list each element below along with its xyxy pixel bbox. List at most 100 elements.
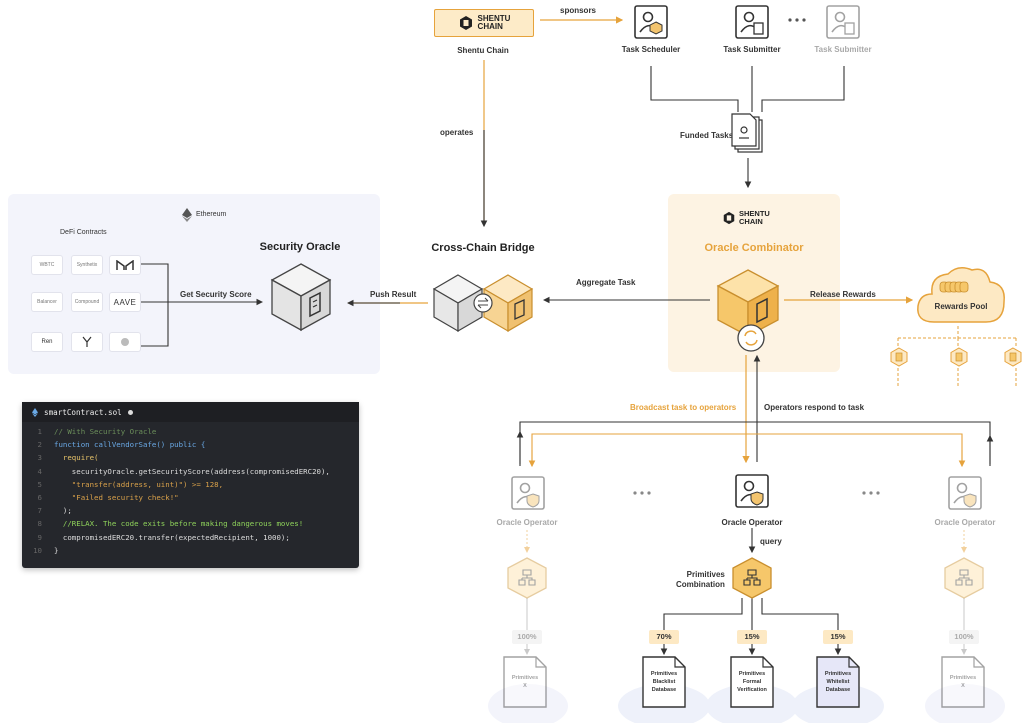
primitive-document: Primitives Formal Verification [730,656,774,708]
maker-icon [116,260,134,270]
oracle-operator-icon [511,476,545,515]
cross-chain-bridge-title: Cross-Chain Bridge [431,242,535,254]
code-line: 9 compromisedERC20.transfer(expectedReci… [37,532,290,542]
task-scheduler-icon [634,5,668,44]
defi-logo-balancer: Balancer [32,293,62,311]
oracle-operator-icon [735,474,769,513]
doc-line: Primitives [949,675,977,681]
primitives-hex-icon [731,556,773,605]
ethereum-icon [32,407,38,417]
rewards-pool-cloud [914,262,1008,331]
funded-tasks-label: Funded Tasks [680,131,734,140]
logo-text-line-2: CHAIN [477,22,503,31]
defi-logo-uniswap [110,333,140,351]
code-line: 5 "transfer(address, uint)") >= 128, [37,479,224,489]
task-submitter-icon [826,5,860,44]
rewards-pool-label: Rewards Pool [934,302,988,311]
doc-line: Whitelist [826,679,850,685]
coin-icon [950,347,968,372]
code-line: 8 //RELAX. The code exits before making … [37,519,304,529]
oracle-operator-label: Oracle Operator [721,518,783,527]
primitive-percentage: 15% [823,630,853,644]
editor-tab[interactable]: smartContract.sol [22,402,359,422]
code-editor: smartContract.sol 1// With Security Orac… [22,402,359,568]
primitives-hex-icon [506,556,548,605]
doc-line: X [523,683,527,689]
doc-line: Verification [737,687,767,693]
defi-logo-ren: Ren [32,333,62,351]
task-submitter-icon [735,5,769,44]
coin-icon [1004,347,1022,372]
primitive-percentage: 100% [512,630,542,644]
defi-contracts-label: DeFi Contracts [60,229,107,236]
primitive-document: Primitives X [941,656,985,708]
code-line: 4 securityOracle.getSecurityScore(addres… [37,466,330,476]
cross-chain-bridge-cube [432,271,538,348]
security-oracle-cube [270,262,332,337]
aggregate-task-label: Aggregate Task [576,278,636,287]
oracle-combinator-title: Oracle Combinator [704,242,804,254]
operates-label: operates [440,128,474,137]
query-label: query [760,537,782,546]
primitive-document: Primitives Whitelist Database [816,656,860,708]
yearn-icon [82,336,92,347]
defi-logo-aave: AAVE [110,293,140,311]
respond-label: Operators respond to task [764,403,865,412]
primitives-combination-line-2: Combination [676,580,725,589]
unsaved-dot-icon [127,409,133,415]
doc-line: Database [651,687,677,693]
task-scheduler-label: Task Scheduler [621,45,681,54]
doc-line: Blacklist [652,679,676,685]
doc-line: Primitives [738,671,766,677]
doc-line: X [961,683,965,689]
release-rewards-label: Release Rewards [810,290,876,299]
defi-logo-maker [110,256,140,274]
unicorn-icon [121,338,129,346]
primitives-hex-icon [943,556,985,605]
shentu-icon [723,211,735,225]
primitive-percentage: 15% [737,630,767,644]
defi-logo-wbtc: WBTC [32,256,62,274]
oracle-combinator-logo: SHENTU CHAIN [722,210,770,226]
oracle-operator-label: Oracle Operator [496,518,558,527]
doc-line: Primitives [824,671,852,677]
defi-logo-synthetix: Synthetix [72,256,102,274]
shentu-icon [459,16,472,30]
sponsors-label: sponsors [560,6,597,15]
primitives-combination-line-1: Primitives [686,570,725,579]
security-oracle-title: Security Oracle [259,241,341,253]
editor-filename: smartContract.sol [44,407,122,417]
doc-line: Formal [742,679,762,685]
get-security-score-label: Get Security Score [180,290,252,299]
code-line: 3 require( [37,453,99,463]
task-submitter-label: Task Submitter [723,45,781,54]
primitive-document: Primitives Blacklist Database [642,656,686,708]
logo-text-line-1: SHENTU [739,209,770,218]
doc-line: Primitives [511,675,539,681]
primitive-percentage: 70% [649,630,679,644]
broadcast-label: Broadcast task to operators [630,403,737,412]
primitive-percentage: 100% [949,630,979,644]
ethereum-icon [182,208,192,227]
oracle-operator-icon [948,476,982,515]
logo-text-line-1: SHENTU [477,14,511,23]
code-line: 6 "Failed security check!" [37,492,179,502]
ethereum-label: Ethereum [196,211,227,218]
primitive-document: Primitives X [503,656,547,708]
code-line: 1// With Security Oracle [37,427,157,436]
coin-icon [890,347,908,372]
defi-logo-compound: Compound [72,293,102,311]
oracle-combinator-cube [716,268,780,359]
code-line: 7 ); [37,506,72,516]
shentu-chain-logo: SHENTU CHAIN [434,9,534,37]
doc-line: Primitives [650,671,678,677]
primitives-combination-label: Primitives Combination [676,570,725,590]
push-result-label: Push Result [370,290,417,299]
code-line: 10} [33,545,59,555]
defi-logo-yearn [72,333,102,351]
task-submitter-label: Task Submitter [814,45,872,54]
doc-line: Database [825,687,851,693]
